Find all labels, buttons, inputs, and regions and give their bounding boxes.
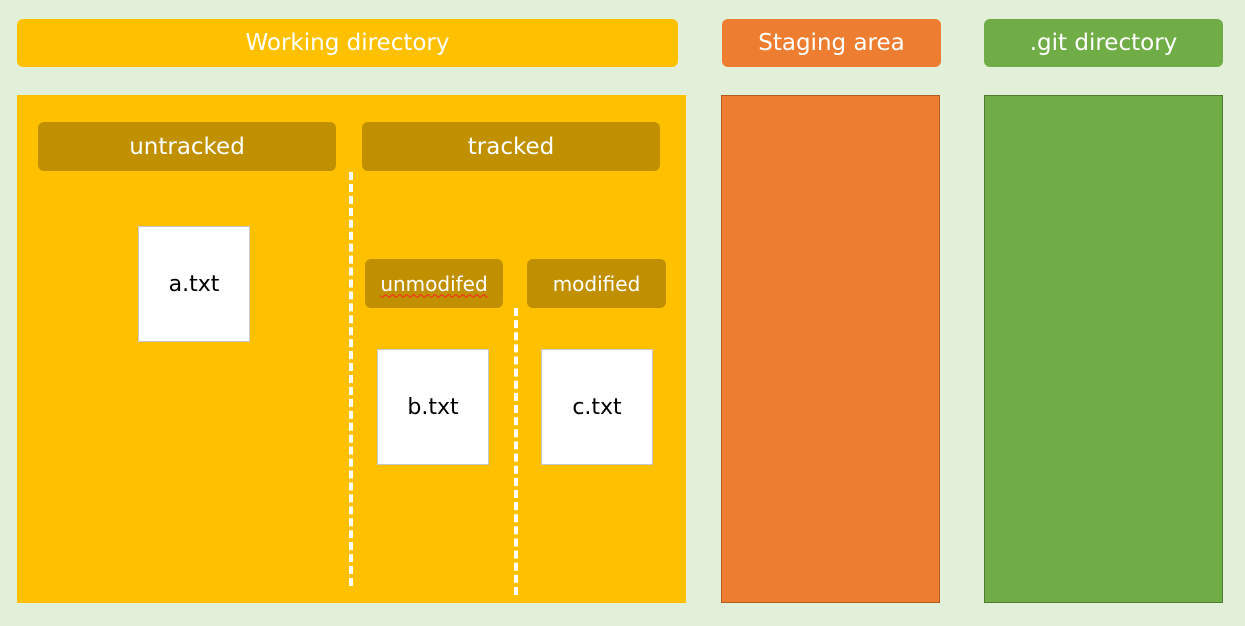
unmodified-label: unmodifed: [380, 271, 488, 296]
untracked-label: untracked: [129, 133, 245, 160]
file-a-label: a.txt: [168, 271, 220, 297]
working-directory-header: Working directory: [17, 19, 678, 67]
file-c: c.txt: [541, 349, 653, 465]
unmodified-modified-divider: [514, 308, 518, 595]
staging-area-panel: [721, 95, 940, 603]
file-c-label: c.txt: [572, 394, 622, 420]
modified-header: modified: [527, 259, 666, 308]
staging-area-label: Staging area: [758, 30, 905, 56]
file-a: a.txt: [138, 226, 250, 342]
git-directory-panel: [984, 95, 1223, 603]
git-directory-header: .git directory: [984, 19, 1223, 67]
untracked-header: untracked: [38, 122, 336, 171]
modified-label: modified: [552, 271, 641, 296]
tracked-header: tracked: [362, 122, 660, 171]
file-b-label: b.txt: [407, 394, 459, 420]
untracked-tracked-divider: [349, 172, 353, 586]
unmodified-header: unmodifed: [365, 259, 503, 308]
file-b: b.txt: [377, 349, 489, 465]
staging-area-header: Staging area: [722, 19, 941, 67]
working-directory-label: Working directory: [245, 30, 450, 56]
git-directory-label: .git directory: [1029, 30, 1178, 56]
tracked-label: tracked: [467, 133, 555, 160]
